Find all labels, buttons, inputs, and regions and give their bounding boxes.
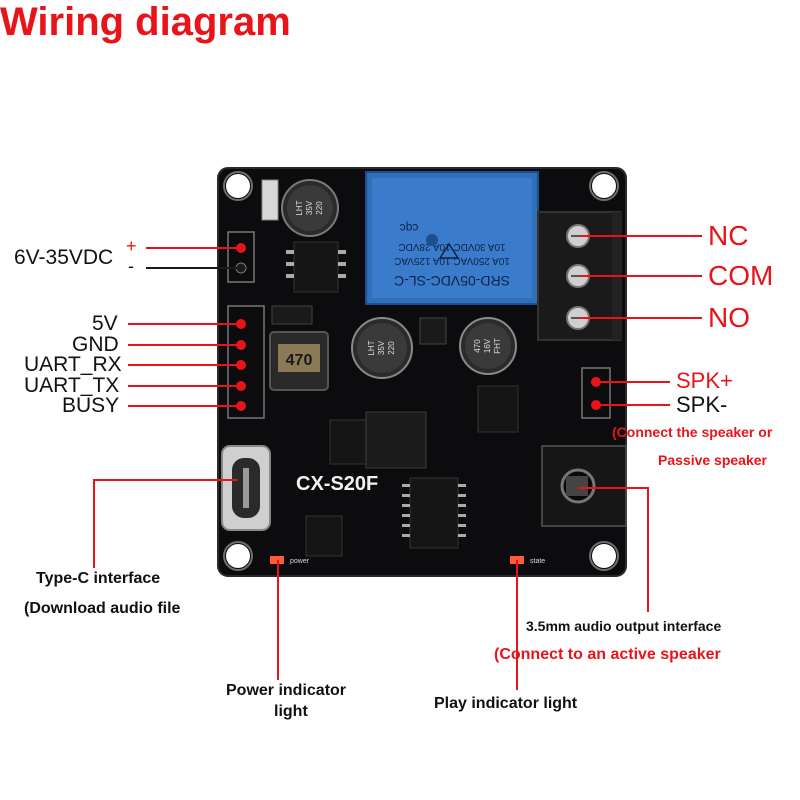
label-power-led-1: Power indicator: [226, 682, 347, 699]
label-audio-out-title: 3.5mm audio output interface: [526, 618, 722, 634]
chip-amp: [477, 385, 519, 433]
capacitor-middle: LHT 35V 220: [351, 317, 413, 379]
chip-main: [409, 477, 459, 549]
cap-small-text-1: LHT: [295, 200, 304, 215]
label-busy: BUSY: [62, 394, 120, 417]
cap-right-text-1: 470: [473, 339, 482, 353]
diagram-title: Wiring diagram: [0, 0, 291, 44]
leader-lines: [93, 235, 702, 690]
inductor-value: 470: [286, 352, 313, 369]
label-spk-plus: SPK+: [676, 368, 733, 393]
label-play-led: Play indicator light: [434, 695, 578, 712]
speaker-header: [581, 367, 611, 419]
chip-reg-2: [329, 419, 367, 465]
label-gnd: GND: [72, 333, 119, 356]
label-spk-note-1: (Connect the speaker or: [612, 424, 773, 440]
cap-right-text-3: FHT: [493, 338, 502, 354]
label-relay-com: COM: [708, 260, 774, 291]
label-typec-title: Type-C interface: [36, 570, 161, 587]
label-spk-minus: SPK-: [676, 392, 728, 417]
label-typec-note: (Download audio file: [24, 600, 181, 617]
relay-model-text: SRD-05VDC-SL-C: [394, 273, 510, 289]
relay-rating-text-2: 10A 30VDC 10A 28VDC: [398, 241, 505, 252]
capacitor-small: LHT 35V 220: [281, 179, 339, 237]
chip-module: [365, 411, 427, 469]
label-power-input: 6V-35VDC: [14, 246, 114, 269]
relay-brand: cqc: [400, 221, 419, 235]
usb-type-c-port: [221, 445, 271, 531]
label-relay-nc: NC: [708, 220, 749, 251]
cap-small-text-3: 220: [315, 201, 324, 215]
power-led-silkscreen: power: [290, 558, 310, 565]
mounting-holes: [223, 171, 619, 571]
label-relay-no: NO: [708, 302, 750, 333]
label-5v: 5V: [92, 312, 118, 335]
label-audio-out-note: (Connect to an active speaker: [494, 646, 721, 663]
cap-right-text-2: 16V: [483, 338, 492, 353]
label-power-led-2: light: [274, 703, 308, 720]
audio-jack: [541, 445, 627, 527]
label-uart-rx: UART_RX: [24, 353, 122, 376]
board-model-label: CX-S20F: [296, 473, 378, 495]
capacitor-right: 470 16V FHT: [459, 317, 517, 375]
cap-mid-text-3: 220: [387, 341, 396, 355]
inductor: 470: [269, 331, 329, 391]
label-power-plus: +: [126, 236, 137, 256]
label-uart-tx: UART_TX: [24, 374, 120, 397]
smd-component: [261, 179, 279, 221]
cap-mid-text-2: 35V: [377, 340, 386, 355]
cap-small-text-2: 35V: [305, 200, 314, 215]
chip-regulator: [293, 241, 339, 293]
label-spk-note-2: Passive speaker: [658, 452, 767, 468]
power-input-header: [227, 231, 255, 283]
control-pin-header: [227, 305, 265, 419]
relay-rating-text-1: 10A 250VAC 10A 125VAC: [394, 255, 510, 266]
cap-mid-text-1: LHT: [367, 340, 376, 355]
relay: SRD-05VDC-SL-C 10A 250VAC 10A 125VAC 10A…: [365, 171, 539, 305]
label-power-minus: -: [128, 256, 134, 276]
state-led-silkscreen: state: [530, 558, 545, 565]
chip-flash: [305, 515, 343, 557]
